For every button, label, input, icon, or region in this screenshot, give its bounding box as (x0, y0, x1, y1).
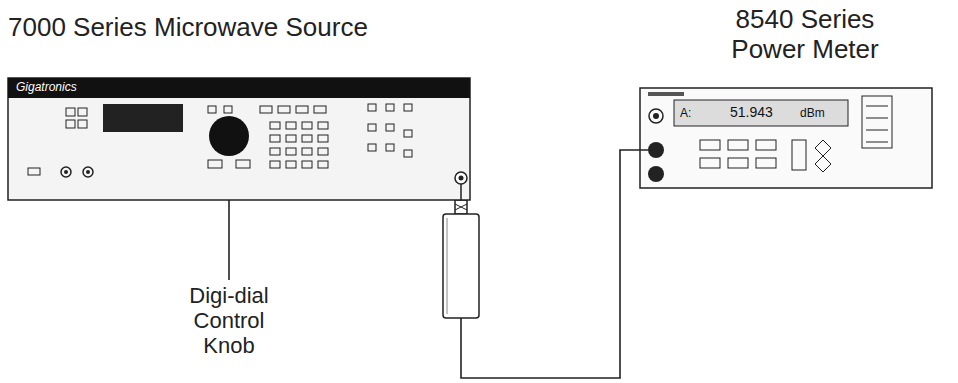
sensor-connector (455, 200, 467, 214)
sensor-connector (455, 204, 467, 210)
callout-label: Digi-dial Control Knob (169, 283, 289, 358)
instrument-title: 8540 Series Power Meter (710, 4, 900, 64)
instrument-face (640, 88, 932, 188)
sensor-connector (455, 204, 467, 210)
display-reading: 51.943 (730, 104, 773, 120)
power-sensor (443, 214, 479, 318)
rf-cable (461, 150, 640, 378)
sensor-shade (447, 218, 448, 314)
display-unit: dBm (800, 106, 825, 120)
display-channel: A: (680, 106, 691, 120)
brand-logo: Gigatronics (16, 80, 77, 94)
microwave-source: 7000 Series Microwave SourceGigatronics (8, 78, 470, 200)
instrument-title: 7000 Series Microwave Source (8, 12, 488, 42)
instrument-face (8, 78, 470, 200)
power-meter: 8540 Series Power MeterA:51.943dBm (640, 88, 932, 188)
